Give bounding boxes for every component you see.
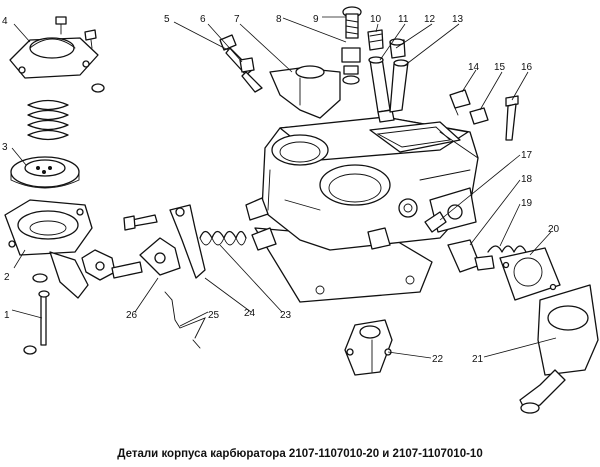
part-15-plug [469,107,489,125]
callout-20: 20 [548,224,560,235]
figure-caption: Детали корпуса карбюратора 2107-1107010-… [117,448,483,460]
part-2-diaphragm-housing [4,199,93,299]
callout-12: 12 [424,14,436,25]
part-17-screw [424,211,447,233]
part-7-atomizer [269,65,341,119]
callout-23: 23 [280,310,292,321]
callout-18: 18 [521,174,533,185]
callout-5: 5 [164,14,170,25]
part-21-cover [519,284,599,414]
callout-2: 2 [4,272,10,283]
callout-3: 3 [2,142,8,153]
callout-labels: 1 2 3 4 5 6 7 8 9 10 11 12 13 14 15 16 1… [2,14,560,365]
callout-21: 21 [472,354,484,365]
callout-17: 17 [521,150,533,161]
part-20-gasket [499,247,561,301]
callout-13: 13 [452,14,464,25]
part-10-jet [367,29,384,51]
part-1-rod [23,290,50,355]
callout-26: 26 [126,310,138,321]
callout-25: 25 [208,310,220,321]
part-16-screw [505,95,519,141]
callout-9: 9 [313,14,319,25]
callout-15: 15 [494,62,506,73]
part-11-emulsion-tube [368,56,395,123]
callout-22: 22 [432,354,444,365]
part-14-plug [449,89,471,116]
leader-lines [11,16,557,359]
part-9-screw [342,6,362,39]
callout-4: 4 [2,16,8,27]
callout-7: 7 [234,14,240,25]
part-23-spring [199,230,247,246]
part-6-jet [239,57,263,93]
callout-6: 6 [200,14,206,25]
part-4-screws [55,16,105,93]
callout-1: 1 [4,310,10,321]
callout-16: 16 [521,62,533,73]
part-diaphragm-spring [27,99,69,141]
part-4-diaphragm-cover [9,37,99,79]
callout-8: 8 [276,14,282,25]
part-8-screw [341,47,361,85]
part-25-wire-link [164,291,206,349]
callout-14: 14 [468,62,480,73]
callout-24: 24 [244,308,256,319]
part-3-diaphragm [10,156,80,189]
carburetor-body [245,116,479,303]
part-18-valve [447,239,495,273]
callout-11: 11 [398,14,409,25]
part-19-spring [487,245,527,253]
part-22-bracket [344,319,393,376]
part-13-emulsion-tube [389,59,409,113]
part-26-lever-assembly [81,204,206,281]
callout-10: 10 [370,14,382,25]
callout-19: 19 [521,198,533,209]
